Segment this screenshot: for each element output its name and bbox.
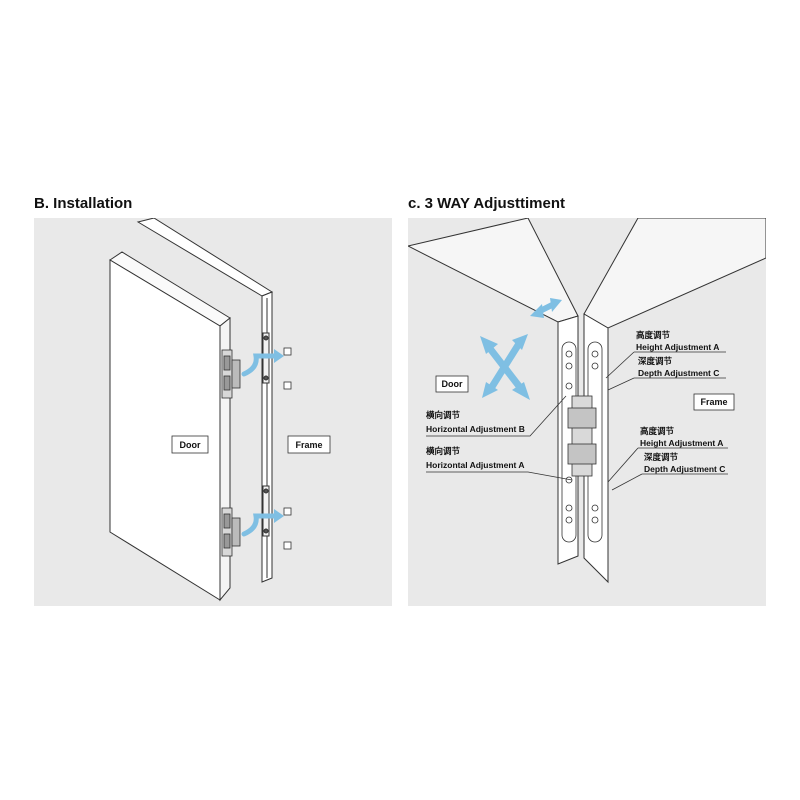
hinge-door-plate — [561, 341, 577, 543]
horizontal-arrow — [480, 334, 530, 400]
callout-leaders — [426, 351, 728, 491]
frame-label-box: Frame — [287, 435, 331, 454]
depth-bottom-en: Depth Adjustment C — [644, 464, 725, 474]
depth-top-en: Depth Adjustment C — [638, 368, 719, 378]
hinge-frame-plate — [587, 341, 603, 543]
door-label-box: Door — [171, 435, 209, 454]
frame-label-adjust: Frame — [700, 397, 727, 407]
hinge-body — [567, 395, 597, 477]
height-top-zh: 高度调节 — [636, 330, 671, 341]
height-bottom-zh: 高度调节 — [640, 426, 675, 437]
insert-arrow-top — [241, 349, 284, 377]
door-hinge-top — [221, 349, 241, 399]
door-panel — [109, 251, 231, 602]
height-top-en: Height Adjustment A — [636, 342, 719, 352]
door-label-adjust: Door — [442, 379, 463, 389]
frame-panel — [136, 218, 274, 583]
horizontal-a-zh: 横向调节 — [425, 446, 461, 457]
door-hinge-bottom — [221, 507, 241, 557]
frame-screw-marks — [283, 347, 292, 550]
depth-top-zh: 深度调节 — [638, 356, 673, 367]
installation-diagram: Door Frame — [34, 218, 392, 606]
depth-bottom-zh: 深度调节 — [644, 452, 679, 463]
door-label-box-adjust: Door — [435, 375, 469, 393]
horizontal-b-zh: 横向调节 — [425, 410, 461, 421]
horizontal-b-en: Horizontal Adjustment B — [426, 424, 525, 434]
installation-title: B. Installation — [34, 195, 133, 212]
adjustment-diagram: Door Frame 横向调节 Horizontal Adjustment B … — [408, 218, 766, 606]
horizontal-a-en: Horizontal Adjustment A — [426, 460, 525, 470]
adjustment-title: c. 3 WAY Adjusttiment — [408, 195, 565, 212]
insert-arrow-bottom — [241, 509, 284, 537]
door-label: Door — [180, 440, 201, 450]
frame-label: Frame — [295, 440, 322, 450]
depth-arrow — [530, 298, 562, 318]
height-bottom-en: Height Adjustment A — [640, 438, 723, 448]
frame-label-box-adjust: Frame — [693, 393, 735, 411]
